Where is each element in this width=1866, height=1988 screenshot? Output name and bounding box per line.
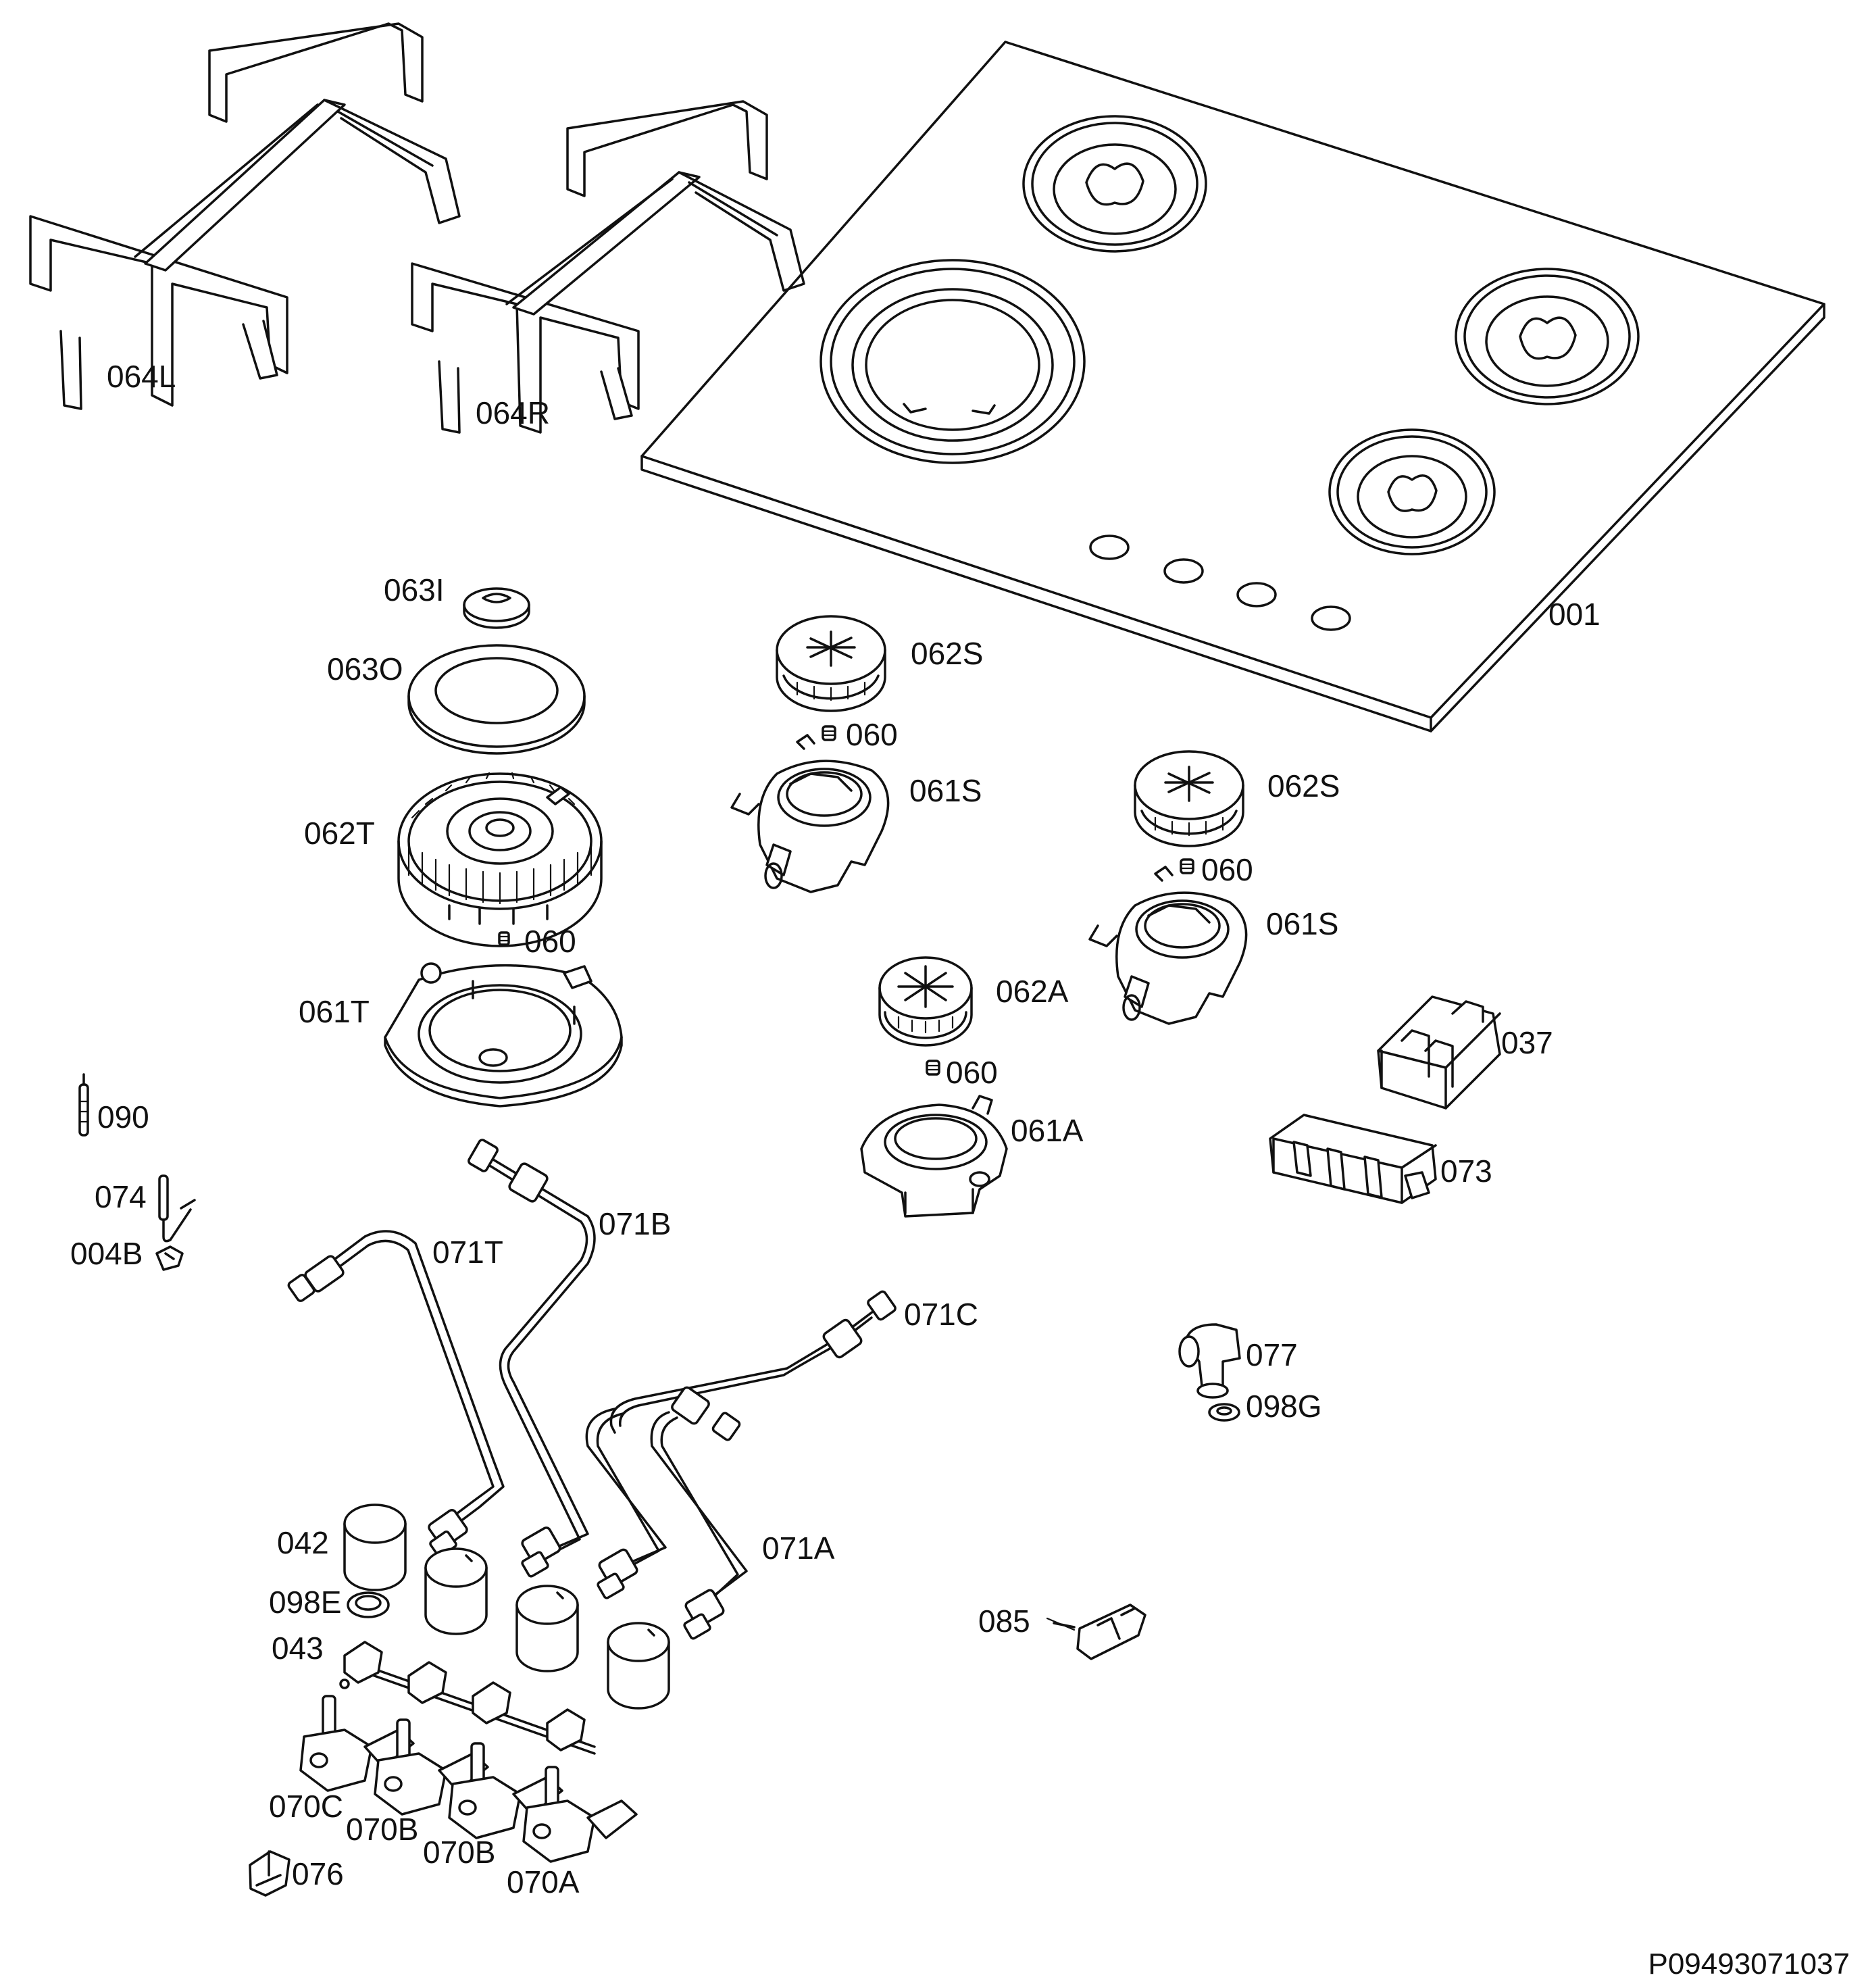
- label-burner-semi-1: 062S: [911, 636, 984, 671]
- ignition-switch: [1377, 995, 1501, 1110]
- burner-semi-2: [1134, 750, 1244, 847]
- label-cup-semi-1: 061S: [909, 773, 982, 808]
- control-knobs: [343, 1504, 670, 1710]
- label-pipe-a: 071A: [762, 1531, 835, 1566]
- label-pipe-triple: 071T: [432, 1235, 503, 1270]
- spark-plug: [78, 1073, 89, 1137]
- spring-clip: [249, 1850, 291, 1897]
- burner-semi-1: [776, 615, 886, 712]
- label-thermocouple: 074: [95, 1179, 147, 1214]
- knob-4: [607, 1622, 670, 1710]
- knob-3: [515, 1585, 579, 1672]
- drawing-code: P09493071037: [1648, 1947, 1850, 1981]
- label-grate-right: 064R: [476, 395, 550, 430]
- tap-a: [522, 1766, 638, 1863]
- label-injector-semi-2: 060: [1201, 852, 1253, 887]
- label-switch: 037: [1501, 1025, 1553, 1060]
- gas-pipe-b: [468, 1139, 596, 1578]
- thermocouple: [158, 1174, 196, 1243]
- label-bracket: 085: [978, 1604, 1030, 1639]
- clip: [155, 1245, 184, 1271]
- label-cap-outer: 063O: [327, 651, 403, 687]
- injector-semi-1: [822, 725, 836, 741]
- injector-triple: [498, 931, 510, 946]
- elbow-fitting: [1178, 1323, 1241, 1399]
- burner-cup-triple: [384, 962, 623, 1108]
- label-cup-triple: 061T: [299, 994, 370, 1029]
- hob-top-plate: [640, 41, 1825, 732]
- gas-ramp: [339, 1641, 596, 1755]
- label-hob-top: 001: [1548, 597, 1600, 632]
- label-ramp: 043: [272, 1631, 324, 1666]
- bracket: [1053, 1604, 1146, 1660]
- label-grate-left: 064L: [107, 359, 176, 394]
- label-pipe-c: 071C: [904, 1297, 978, 1332]
- leader-lines: [1046, 1617, 1076, 1631]
- spark-generator: [1269, 1114, 1437, 1204]
- label-injector-aux: 060: [946, 1055, 998, 1090]
- label-tap-a: 070A: [507, 1864, 580, 1899]
- gas-pipe-c: [585, 1290, 897, 1599]
- gasket-g: [1208, 1403, 1240, 1422]
- label-burner-aux: 062A: [996, 974, 1069, 1009]
- label-cup-aux: 061A: [1011, 1113, 1084, 1148]
- label-spring: 076: [292, 1856, 344, 1891]
- label-burner-triple: 062T: [304, 816, 375, 851]
- burner-triple: [397, 772, 603, 947]
- grate-right: [411, 100, 805, 434]
- label-cup-semi-2: 061S: [1266, 906, 1339, 941]
- knob-2: [424, 1547, 488, 1635]
- injector-semi-2: [1180, 858, 1194, 874]
- label-burner-semi-2: 062S: [1267, 768, 1340, 803]
- burner-cup-semi-1: [730, 734, 890, 893]
- label-clip: 004B: [70, 1236, 143, 1271]
- gas-taps: [299, 1695, 638, 1863]
- burner-cap-inner: [463, 587, 530, 629]
- burner-cup-aux: [860, 1095, 1008, 1218]
- label-elbow: 077: [1246, 1337, 1298, 1372]
- label-generator: 073: [1440, 1153, 1492, 1189]
- label-pipe-b: 071B: [599, 1206, 672, 1241]
- label-injector-triple: 060: [524, 924, 576, 959]
- gasket-e: [347, 1591, 390, 1618]
- label-knob: 042: [277, 1525, 329, 1560]
- label-gasket-e: 098E: [269, 1585, 342, 1620]
- injector-aux: [926, 1060, 940, 1076]
- burner-cup-semi-2: [1088, 866, 1248, 1025]
- label-tap-b2: 070B: [423, 1835, 496, 1870]
- grate-left: [29, 22, 461, 410]
- label-injector-semi-1: 060: [846, 717, 898, 752]
- label-gasket-g: 098G: [1246, 1389, 1322, 1424]
- gas-pipe-a: [650, 1411, 748, 1640]
- burner-cap-outer: [407, 644, 586, 755]
- label-tap-b1: 070B: [346, 1812, 419, 1847]
- burner-aux: [878, 956, 973, 1047]
- knob-1: [343, 1504, 407, 1591]
- label-cap-inner: 063I: [384, 572, 445, 607]
- label-spark-plug: 090: [97, 1099, 149, 1135]
- label-tap-c: 070C: [269, 1789, 343, 1824]
- gas-pipe-triple: [287, 1230, 505, 1558]
